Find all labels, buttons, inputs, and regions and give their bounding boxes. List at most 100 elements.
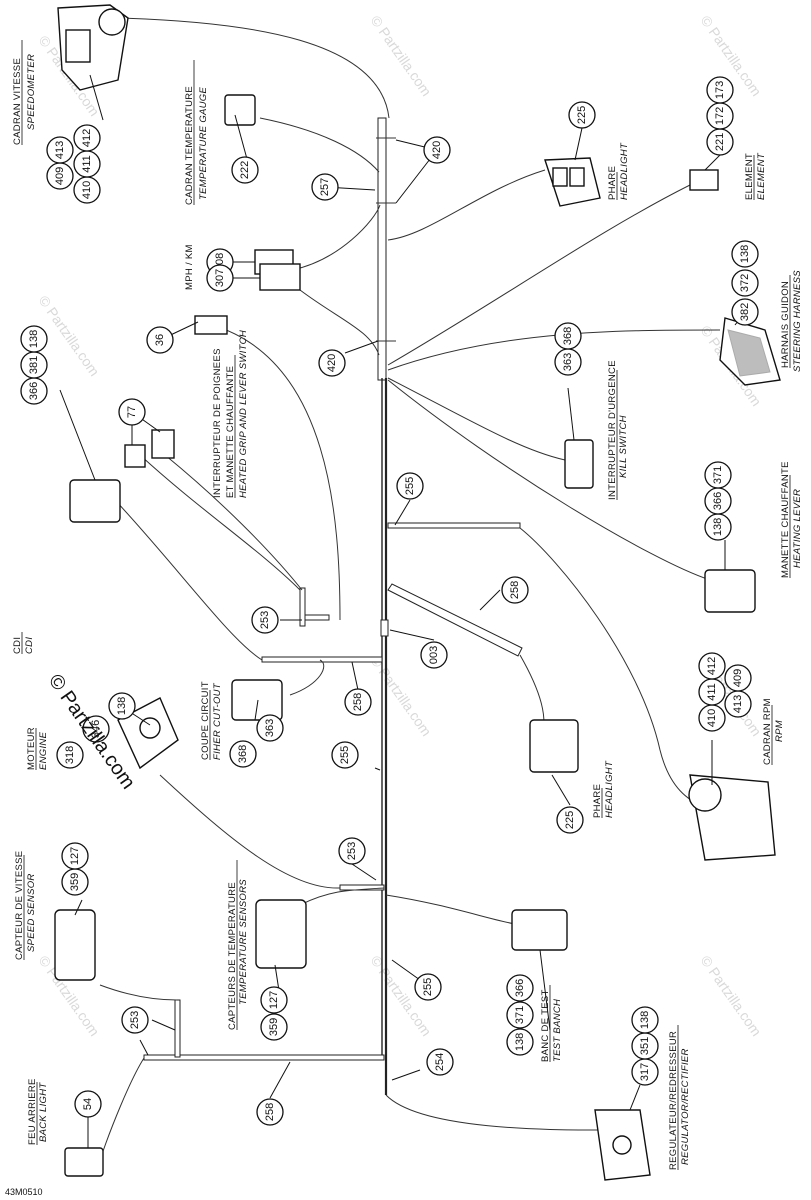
callout-text: 258 xyxy=(264,1103,276,1121)
callout-366: 366 xyxy=(506,974,534,1002)
callout-411: 411 xyxy=(73,150,101,178)
diagram-code: 43M0510 xyxy=(5,1187,43,1197)
callout-text: 368 xyxy=(562,327,574,345)
label-regulator-fr: REGULATEUR/REDRESSEUR xyxy=(668,1031,679,1170)
regulator-rectifier-connector xyxy=(594,1109,651,1181)
callout-text: 411 xyxy=(706,683,718,701)
callout-258: 258 xyxy=(501,576,529,604)
label-engine-en: ENGINE xyxy=(38,731,49,770)
callout-253: 253 xyxy=(121,1006,149,1034)
callout-366: 366 xyxy=(704,487,732,515)
callout-412: 412 xyxy=(698,652,726,680)
callout-text: 54 xyxy=(82,1098,94,1110)
callout-254: 254 xyxy=(426,1048,454,1076)
callout-text: 371 xyxy=(712,466,724,484)
label-heating-lever-en: HEATING LEVER xyxy=(792,489,803,568)
callout-413: 413 xyxy=(724,690,752,718)
connector-003-body xyxy=(380,619,389,637)
callout-text: 221 xyxy=(714,133,726,151)
label-speed-sensor-en: SPEED SENSOR xyxy=(26,873,37,952)
callout-138: 138 xyxy=(108,692,136,720)
callout-420: 420 xyxy=(423,136,451,164)
callout-text: 138 xyxy=(712,518,724,536)
callout-text: 366 xyxy=(712,492,724,510)
callout-text: 371 xyxy=(514,1006,526,1024)
callout-138: 138 xyxy=(704,513,732,541)
callout-409: 409 xyxy=(724,664,752,692)
callout-255: 255 xyxy=(414,973,442,1001)
label-element-en: ELEMENT xyxy=(756,152,767,200)
branch-sleeve-253-lower xyxy=(339,884,385,891)
callout-text: 138 xyxy=(739,245,751,263)
fiber-cut-connector xyxy=(231,679,283,721)
main-trunk xyxy=(143,117,523,1095)
label-rpm-fr: CADRAN RPM xyxy=(762,698,773,765)
callout-413: 413 xyxy=(46,136,74,164)
callout-225: 225 xyxy=(568,101,596,129)
label-headlight-mid-en: HEADLIGHT xyxy=(604,760,615,818)
callout-text: 412 xyxy=(706,657,718,675)
label-fiber-cut-en: FIHER CUT-OUT xyxy=(212,682,223,760)
label-speedometer-en: SPEEDOMETER xyxy=(26,54,37,130)
wires xyxy=(99,17,721,1161)
callout-text: 222 xyxy=(239,161,251,179)
callout-text: 359 xyxy=(268,1018,280,1036)
callout-text: 372 xyxy=(739,274,751,292)
callout-173: 173 xyxy=(706,76,734,104)
callout-text: 318 xyxy=(64,746,76,764)
label-kill-switch-en: KILL SWITCH xyxy=(618,415,629,478)
speedometer-connector xyxy=(57,4,129,91)
callout-317: 317 xyxy=(631,1058,659,1086)
callout-368: 368 xyxy=(554,322,582,350)
callout-138: 138 xyxy=(731,240,759,268)
test-bench-connector xyxy=(511,909,568,951)
callout-410: 410 xyxy=(73,176,101,204)
callout-text: 363 xyxy=(562,353,574,371)
label-speed-sensor-fr: CAPTEUR DE VITESSE xyxy=(14,851,25,960)
callout-221: 221 xyxy=(706,128,734,156)
callout-text: 225 xyxy=(576,106,588,124)
heated-grip-connector-77b xyxy=(151,429,175,459)
branch-sleeve-258-bottom xyxy=(143,1054,385,1061)
callout-366: 366 xyxy=(20,377,48,405)
callout-127: 127 xyxy=(61,842,89,870)
callout-text: 258 xyxy=(352,693,364,711)
callout-003: 003 xyxy=(420,641,448,669)
callout-text: 363 xyxy=(264,719,276,737)
callout-text: 255 xyxy=(422,978,434,996)
label-regulator-en: REGULATOR/RECTIFIER xyxy=(680,1048,691,1165)
callout-222: 222 xyxy=(231,156,259,184)
callout-text: 366 xyxy=(28,382,40,400)
callout-text: 138 xyxy=(514,1033,526,1051)
element-connector xyxy=(689,169,719,191)
callout-54: 54 xyxy=(74,1090,102,1118)
watermark: © Partzilla.com xyxy=(368,653,435,739)
label-temp-gauge-fr: CADRAN TEMPERATURE xyxy=(184,86,195,205)
callout-text: 317 xyxy=(639,1063,651,1081)
callout-text: 366 xyxy=(514,979,526,997)
label-heated-grip-fr1: INTERRUPTEUR DE POIGNEES xyxy=(212,348,223,498)
callout-text: 409 xyxy=(54,167,66,185)
heated-grip-connector-77a xyxy=(124,444,146,468)
callouts: 409 413 410 411 412 222 257 420 225 221 … xyxy=(20,76,759,1126)
speed-sensor-connector xyxy=(54,909,96,981)
label-headlight-top-fr: PHARE xyxy=(607,166,618,200)
callout-372: 372 xyxy=(731,269,759,297)
label-element-fr: ELEMENT xyxy=(744,153,755,200)
branch-sleeve-253-bottom xyxy=(174,999,181,1058)
label-kill-switch-fr: INTERRUPTEUR D'URGENCE xyxy=(607,360,618,500)
callout-text: 138 xyxy=(639,1011,651,1029)
callout-text: 420 xyxy=(326,354,338,372)
callout-363: 363 xyxy=(554,348,582,376)
callout-text: 127 xyxy=(268,991,280,1009)
heated-grip-connector-36 xyxy=(194,315,228,335)
callout-409: 409 xyxy=(46,162,74,190)
callout-text: 368 xyxy=(237,745,249,763)
branch-sleeve-258-diagonal xyxy=(387,583,523,657)
label-temp-sensors-en: TEMPERATURE SENSORS xyxy=(238,879,249,1005)
watermark: © Partzilla.com xyxy=(698,953,765,1039)
label-cdi-en: CDI xyxy=(24,637,35,654)
label-rpm-en: RPM xyxy=(774,720,785,742)
label-cdi-fr: CDI xyxy=(12,637,23,654)
callout-351: 351 xyxy=(631,1032,659,1060)
